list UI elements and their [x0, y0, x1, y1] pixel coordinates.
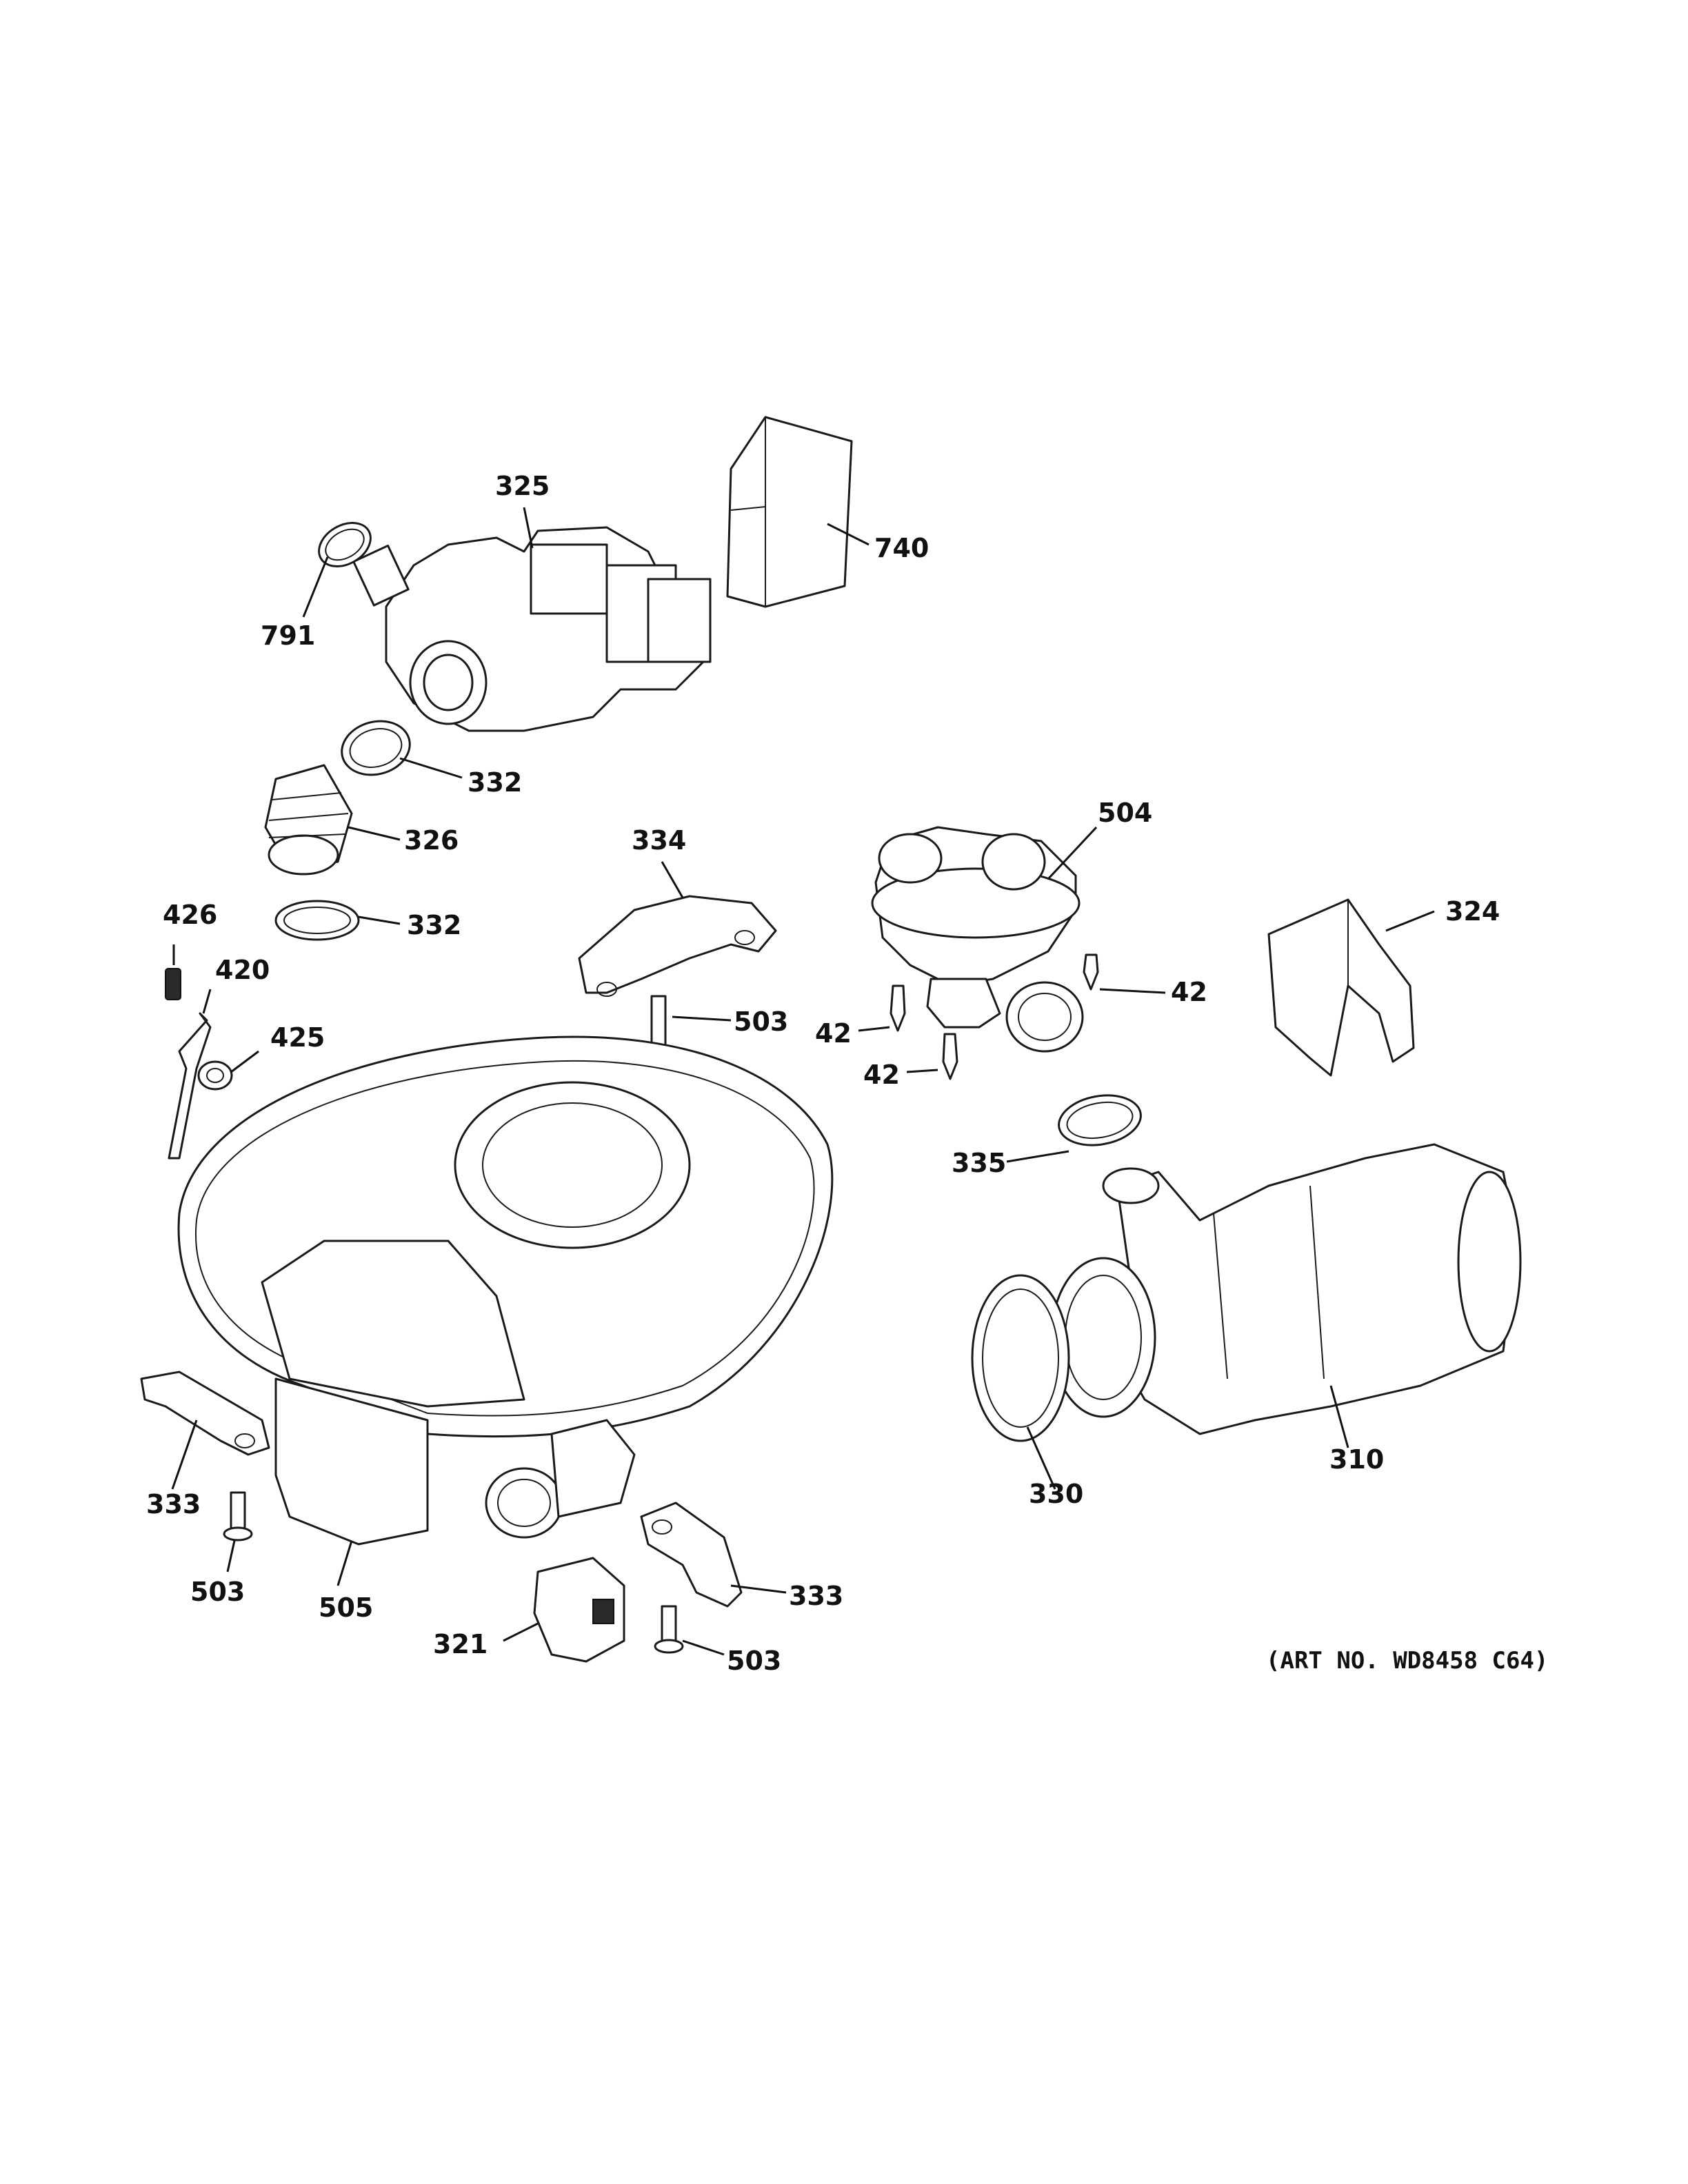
art-number: (ART NO. WD8458 C64)	[1266, 1647, 1548, 1675]
callout-505: 505	[319, 1593, 373, 1623]
callout-333-left: 333	[146, 1489, 201, 1519]
callout-330: 330	[1029, 1479, 1083, 1509]
callout-503-upper: 503	[734, 1007, 788, 1037]
cover-740	[726, 416, 853, 608]
callout-503-left: 503	[190, 1577, 245, 1607]
screw-426	[165, 968, 181, 1000]
callout-426: 426	[163, 900, 217, 930]
clamp-791	[318, 522, 372, 567]
callout-321: 321	[433, 1629, 488, 1659]
callout-335: 335	[952, 1148, 1006, 1178]
sensor-321	[533, 1557, 625, 1663]
callout-42-right: 42	[1171, 977, 1207, 1007]
callout-334: 334	[632, 825, 686, 856]
screw-42-left	[890, 984, 906, 1032]
clamp-335	[1058, 1094, 1142, 1146]
clamp-332-lower	[274, 900, 360, 941]
circulation-pump-310	[1050, 1143, 1522, 1435]
grommet-425	[197, 1060, 233, 1091]
screw-503-right	[654, 1605, 684, 1654]
callout-labels: 325 740 791 332 326 332 334 504 324 426 …	[146, 471, 1548, 1676]
callout-740: 740	[874, 533, 929, 563]
callout-425: 425	[270, 1022, 325, 1053]
hose-326	[264, 764, 353, 876]
callout-420: 420	[215, 955, 270, 985]
screw-503-left	[223, 1491, 253, 1541]
callout-791: 791	[261, 620, 315, 651]
callout-326: 326	[404, 825, 459, 856]
wire-420	[168, 1012, 212, 1160]
shield-324	[1267, 898, 1415, 1077]
callout-310: 310	[1329, 1444, 1384, 1475]
bracket-333-right	[640, 1502, 743, 1608]
callout-42-left: 42	[815, 1018, 852, 1049]
screw-42-right	[1083, 953, 1099, 991]
bracket-334	[578, 895, 777, 997]
tub-505	[177, 1035, 834, 1546]
callout-42-lower: 42	[863, 1060, 900, 1090]
clamp-330	[971, 1274, 1070, 1442]
clamp-332-upper	[341, 720, 411, 776]
callout-332-upper: 332	[468, 767, 522, 798]
callout-324: 324	[1445, 896, 1500, 927]
callout-503-right: 503	[727, 1646, 781, 1676]
sump-504	[871, 826, 1084, 1053]
drain-pump-325	[352, 526, 712, 732]
callout-332-lower: 332	[407, 910, 461, 940]
screw-42-lower	[942, 1033, 958, 1080]
callout-504: 504	[1098, 798, 1152, 828]
callout-333-right: 333	[789, 1581, 843, 1611]
bracket-333-left	[140, 1371, 270, 1456]
leader-lines	[171, 507, 1435, 1656]
callout-325: 325	[495, 471, 550, 501]
